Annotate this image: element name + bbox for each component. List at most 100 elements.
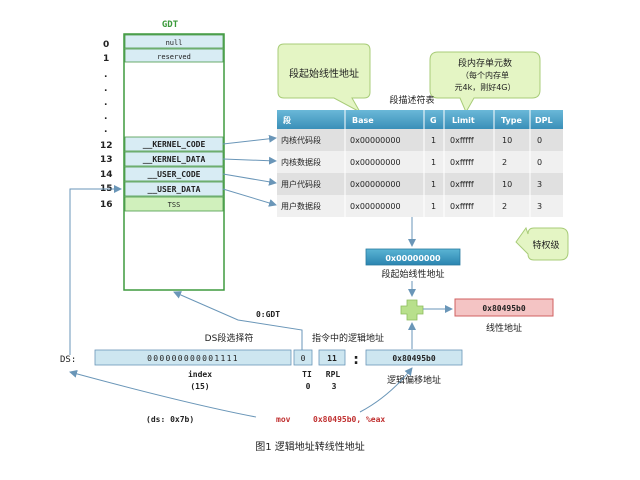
table-cell: 10 [502,136,512,145]
gdt-row-number: . [104,98,107,108]
arrow-ti-to-gdt [173,291,303,350]
linear-address-value: 0x80495b0 [482,304,526,313]
table-cell: 1 [431,136,436,145]
gdt-entry-label: reserved [157,53,191,61]
table-cell: 用户代码段 [281,179,321,189]
table-cell: 0x00000000 [350,202,401,211]
gdt-row-number: 13 [100,155,113,165]
descriptor-header-cell: Limit [452,116,475,125]
table-row [277,129,563,151]
descriptor-column-dividers [344,110,531,217]
ti-label: TI [302,370,312,379]
plus-icon [400,299,424,321]
gdt-row-number: 14 [100,170,113,180]
rpl-value: 3 [332,382,337,391]
gdt-row-number: . [104,84,107,94]
gdt-entry-label: TSS [168,201,181,209]
callout-limit-line: （每个内存单 [461,70,509,80]
table-row [277,195,563,217]
gdt-title: GDT [162,20,179,30]
base-address-value: 0x00000000 [385,254,441,263]
gdt-row-numbers: 0 1 . . . . . 12 13 14 15 16 [100,40,113,210]
arrow-instruction-to-offset [359,367,413,413]
selector-rpl-bits: 11 [327,354,337,363]
logical-address-label: 指令中的逻辑地址 [312,332,384,344]
descriptor-cells: 内核代码段 0x00000000 1 0xfffff 10 0 内核数据段 0x… [281,135,542,211]
selector-ti-field [293,349,313,366]
callout-limit-line: 段内存单元数 [458,57,512,69]
instruction-mnemonic: mov [276,415,291,424]
offset-address-label: 逻辑偏移地址 [387,374,441,386]
linear-address-box [454,298,554,317]
selector-index-bits: 000000000001111 [147,354,239,363]
selector-index-field [94,349,292,366]
gdt-entry-null [124,34,224,49]
base-address-label: 段起始线性地址 [381,268,444,280]
gdt-row-number: 1 [103,54,109,64]
gdt-to-descriptor-arrows [222,134,277,207]
table-cell: 1 [431,202,436,211]
rpl-label: RPL [326,370,341,379]
callout-dpl [515,226,569,261]
gdt-entry-tss [124,196,224,212]
gdt-row-number: 16 [100,200,113,210]
table-cell: 0 [537,158,542,167]
table-cell: 0xfffff [450,202,474,211]
gdt-entry-label: __USER_CODE [148,170,201,179]
descriptor-header-cell: G [430,116,437,125]
table-cell: 3 [537,180,542,189]
gdt-entry-label: __KERNEL_CODE [143,140,206,149]
callout-limit [429,51,541,114]
table-cell: 内核数据段 [281,157,321,167]
gdt-label: 0:GDT [256,310,280,319]
table-cell: 0 [537,136,542,145]
selector-rpl-field [318,349,346,366]
arrow-index-to-gdt [69,185,122,355]
table-cell: 1 [431,180,436,189]
table-cell: 用户数据段 [281,201,321,211]
instruction-operands: 0x80495b0, %eax [313,415,385,424]
table-cell: 0x00000000 [350,158,401,167]
gdt-entry-reserved [124,48,224,63]
ds-prefix: DS: [60,355,76,365]
callout-limit-text: 段内存单元数 （每个内存单 元4k，刚好4G） [454,57,515,92]
table-cell: 1 [431,158,436,167]
gdt-entry-label: null [166,39,183,47]
table-cell: 0xfffff [450,136,474,145]
table-cell: 内核代码段 [281,135,321,145]
descriptor-table-header [277,110,563,129]
base-address-box [365,248,461,266]
instruction-ds-value: (ds: 0x7b) [146,415,194,424]
table-row [277,173,563,195]
gdt-row-number: . [104,112,107,122]
arrow [222,188,277,207]
table-cell: 0xfffff [450,180,474,189]
linear-address-label: 线性地址 [486,322,522,334]
index-label: index [188,369,212,379]
descriptor-header-cell: Type [501,116,522,125]
selector-ti-bit: 0 [301,354,306,363]
table-cell: 2 [502,158,507,167]
arrow [222,134,277,145]
gdt-row-number: 0 [103,40,109,50]
callout-limit-line: 元4k，刚好4G） [454,82,515,92]
table-cell: 0x00000000 [350,180,401,189]
gdt-entry-label: __KERNEL_DATA [143,155,206,164]
arrow [222,156,277,165]
ti-value: 0 [306,382,311,391]
selector-colon: : [353,352,359,368]
table-cell: 0xfffff [450,158,474,167]
callout-base [277,43,371,114]
gdt-row-number: 12 [100,141,113,151]
gdt-entry-labels: null reserved __KERNEL_CODE __KERNEL_DAT… [143,39,206,209]
selector-field-labels: index (15) TI 0 RPL 3 [188,369,340,391]
table-cell: 0x00000000 [350,136,401,145]
gdt-row-number: . [104,125,107,135]
offset-address-value: 0x80495b0 [392,354,436,363]
table-cell: 2 [502,202,507,211]
descriptor-header-cell: DPL [535,116,553,125]
descriptor-table-title: 段描述符表 [389,94,434,106]
descriptor-header-cells: 段 Base G Limit Type DPL [283,115,553,125]
callout-base-text: 段起始线性地址 [289,67,359,80]
